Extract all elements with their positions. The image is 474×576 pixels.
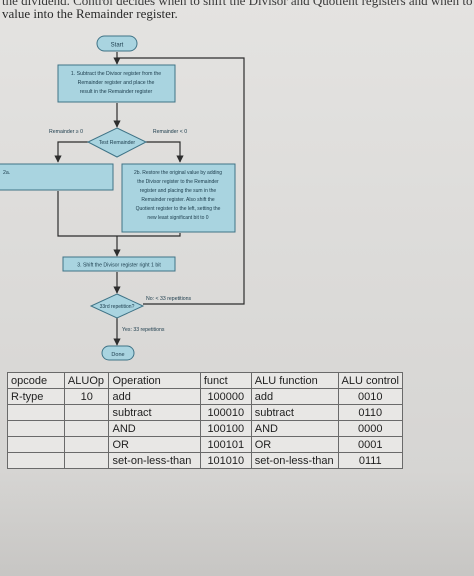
step2a-box: 2a. <box>0 163 114 191</box>
step1-line: result in the Remainder register <box>80 89 153 95</box>
cell-operation: subtract <box>108 404 201 421</box>
cell-aluop <box>63 420 110 437</box>
cell-funct: 100100 <box>199 420 252 437</box>
step2b-line: Quotient register to the left, setting t… <box>136 206 221 212</box>
remainder-ge-0-label: Remainder ≥ 0 <box>49 129 83 135</box>
flow-connectors <box>54 52 245 346</box>
table-row: AND 100100 AND 0000 <box>7 420 404 437</box>
header-alu-control: ALU control <box>337 372 404 389</box>
cell-opcode <box>7 436 65 453</box>
header-funct: funct <box>199 372 252 389</box>
cell-alu-function: add <box>250 388 339 405</box>
step2a-label: 2a. <box>3 170 10 176</box>
repetition-label: 33rd repetition? <box>100 304 135 310</box>
step2b-line: Remainder register. Also shift the <box>141 197 215 203</box>
table-row: OR 100101 OR 0001 <box>7 436 404 453</box>
photo-shadow <box>0 470 474 576</box>
cell-aluop: 10 <box>63 388 110 405</box>
cell-opcode <box>7 404 65 421</box>
cell-alu-function: AND <box>250 420 339 437</box>
cell-alu-control: 0000 <box>337 420 404 437</box>
cell-operation: add <box>108 388 201 405</box>
done-label: Done <box>111 352 124 358</box>
no-branch-label: No: < 33 repetitions <box>146 296 192 302</box>
step2b-line: register and placing the sum in the <box>140 188 217 194</box>
header-opcode: opcode <box>7 372 65 389</box>
division-flowchart: Start 1. Subtract the Divisor register f… <box>0 35 245 361</box>
test-remainder-label: Test Remainder <box>99 140 136 146</box>
cell-operation: OR <box>108 436 201 453</box>
cell-alu-control: 0110 <box>337 404 404 421</box>
start-node: Start <box>96 35 138 52</box>
cell-aluop <box>63 404 110 421</box>
step1-line: Remainder register and place the <box>78 80 155 86</box>
remainder-lt-0-label: Remainder < 0 <box>153 129 187 135</box>
cell-funct: 101010 <box>199 452 252 469</box>
step2b-line: the Divisor register to the Remainder <box>137 179 219 185</box>
cell-opcode <box>7 420 65 437</box>
cell-alu-function: subtract <box>250 404 339 421</box>
step1-line: 1. Subtract the Divisor register from th… <box>71 71 161 77</box>
table-row: subtract 100010 subtract 0110 <box>7 404 404 421</box>
cell-funct: 100101 <box>199 436 252 453</box>
table-row: set-on-less-than 101010 set-on-less-than… <box>7 452 404 469</box>
table-row: R-type 10 add 100000 add 0010 <box>7 388 404 405</box>
done-node: Done <box>101 345 135 361</box>
step2b-box: 2b. Restore the original value by adding <box>121 163 236 233</box>
cell-alu-function: OR <box>250 436 339 453</box>
body-text-line: value into the Remainder register. <box>2 6 178 21</box>
cell-alu-function: set-on-less-than <box>250 452 339 469</box>
table-header-row: opcode ALUOp Operation funct ALU functio… <box>7 372 404 389</box>
header-aluop: ALUOp <box>63 372 110 389</box>
cell-operation: set-on-less-than <box>108 452 201 469</box>
cell-aluop <box>63 452 110 469</box>
step3-box: 3. Shift the Divisor register right 1 bi… <box>62 256 176 272</box>
test-remainder-decision: Test Remainder <box>86 127 148 158</box>
cell-alu-control: 0010 <box>337 388 404 405</box>
cell-opcode: R-type <box>7 388 65 405</box>
cell-alu-control: 0111 <box>337 452 404 469</box>
step2b-line: 2b. Restore the original value by adding <box>134 170 222 176</box>
cell-alu-control: 0001 <box>337 436 404 453</box>
start-label: Start <box>111 43 124 49</box>
step2b-line: new least significant bit to 0 <box>147 215 208 221</box>
cell-funct: 100010 <box>199 404 252 421</box>
cell-opcode <box>7 452 65 469</box>
body-text-line: the dividend. Control decides when to sh… <box>2 0 472 8</box>
cell-operation: AND <box>108 420 201 437</box>
cell-funct: 100000 <box>199 388 252 405</box>
repetition-decision: 33rd repetition? <box>89 293 145 319</box>
step3-label: 3. Shift the Divisor register right 1 bi… <box>77 263 161 269</box>
alu-control-table: opcode ALUOp Operation funct ALU functio… <box>7 372 404 469</box>
cell-aluop <box>63 436 110 453</box>
yes-branch-label: Yes: 33 repetitions <box>122 327 165 333</box>
header-operation: Operation <box>108 372 201 389</box>
step1-box: 1. Subtract the Divisor register from th… <box>57 64 176 103</box>
header-alu-function: ALU function <box>250 372 339 389</box>
